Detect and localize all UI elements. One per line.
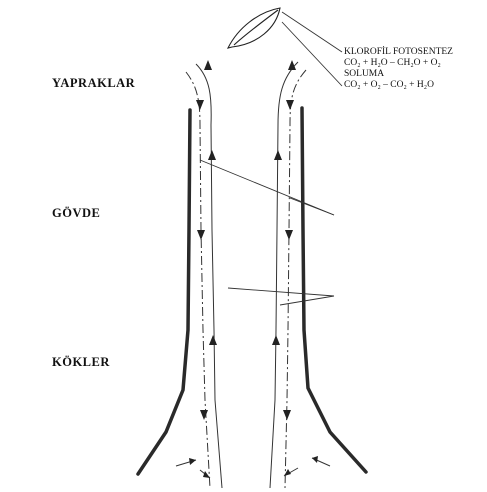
photosynthesis-title: KLOROFİL FOTOSENTEZ xyxy=(344,47,453,58)
arrow-up xyxy=(274,150,282,160)
root-entry-arrows xyxy=(176,458,330,478)
roots-label: KÖKLER xyxy=(52,355,110,370)
arrow-up xyxy=(272,335,280,345)
arrow-up xyxy=(204,60,212,70)
stem-pointer-line-1 xyxy=(200,160,334,215)
arrow-down xyxy=(196,100,204,110)
arrow-up xyxy=(208,150,216,160)
stem-pointer-line-3 xyxy=(228,288,334,296)
arrow-down xyxy=(200,410,208,420)
stem-pointer-line-2 xyxy=(290,198,334,215)
right-bark-line xyxy=(302,108,366,472)
respiration-title: SOLUMA xyxy=(344,69,453,80)
photosynthesis-equation: CO₂ + H₂O – CH₂O + O₂ xyxy=(344,58,453,69)
stem-label: GÖVDE xyxy=(52,206,100,221)
left-bark-line xyxy=(138,110,190,474)
right-inner-outer-line xyxy=(270,62,298,488)
respiration-equation: CO₂ + O₂ – CO₂ + H₂O xyxy=(344,80,453,91)
arrow-down xyxy=(285,230,293,240)
leaves-label: YAPRAKLAR xyxy=(52,76,135,91)
arrow-down xyxy=(197,230,205,240)
formula-block: KLOROFİL FOTOSENTEZ CO₂ + H₂O – CH₂O + O… xyxy=(344,47,453,91)
arrow-down xyxy=(283,410,291,420)
arrow-up xyxy=(209,335,217,345)
leaf-icon xyxy=(228,8,280,48)
arrow-down xyxy=(286,100,294,110)
